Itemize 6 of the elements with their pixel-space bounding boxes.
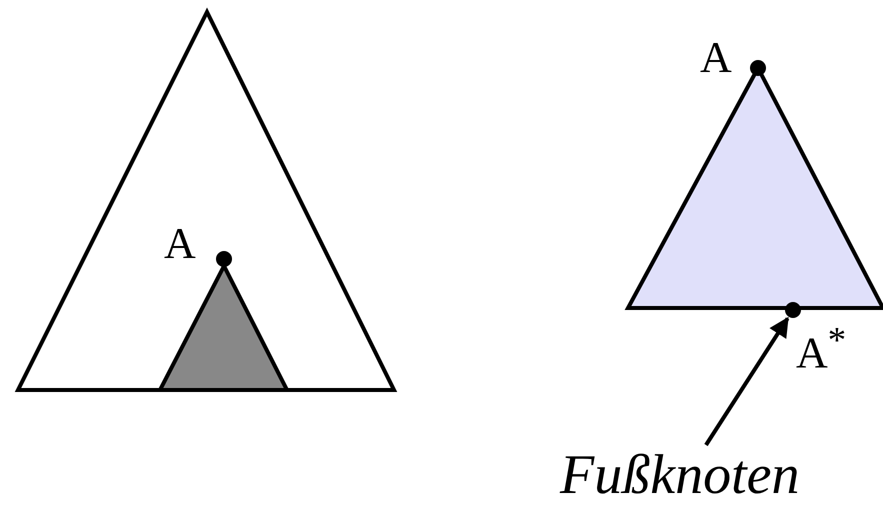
leader-line — [704, 316, 790, 446]
annotation-text: Fußknoten — [560, 445, 835, 505]
node-label: A — [700, 36, 732, 80]
foot-node-dot — [785, 302, 801, 318]
node-label: A — [164, 222, 196, 266]
node-label: A$^{*}$ — [796, 318, 846, 376]
